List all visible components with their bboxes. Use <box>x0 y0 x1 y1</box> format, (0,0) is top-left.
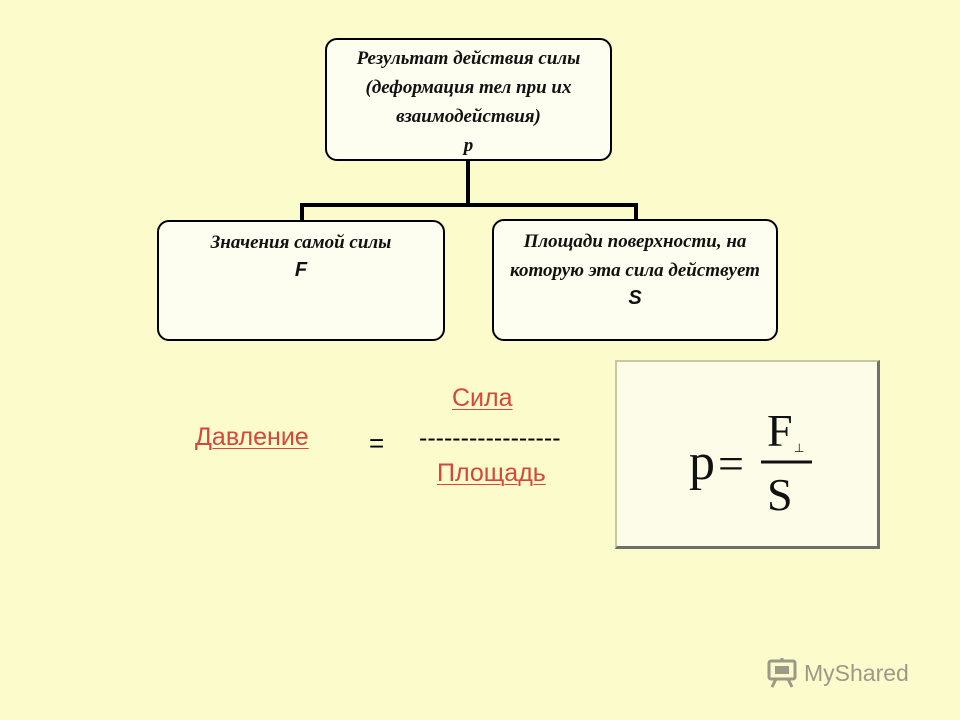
area-box-line-2: которую эта сила действует <box>510 260 760 281</box>
result-of-force-box: Результат действия силы (деформация тел … <box>325 38 612 161</box>
surface-area-box: Площади поверхности, на которую эта сила… <box>492 219 778 341</box>
area-box-line-1: Площади поверхности, на <box>523 231 747 252</box>
pressure-link[interactable]: Давление <box>195 423 309 451</box>
force-value-box: Значения самой силы F <box>157 220 445 341</box>
fraction-divider: ----------------- <box>419 424 561 452</box>
formula-equals: = <box>718 438 744 489</box>
formula-denominator: S <box>767 469 793 520</box>
result-box-line-1: Результат действия силы <box>356 48 581 69</box>
pressure-formula-image: p = F ⊥ S <box>615 360 880 549</box>
equals-sign: = <box>369 428 385 458</box>
result-box-line-3: взаимодействия) <box>396 106 541 127</box>
force-box-label: Значения самой силы <box>210 232 392 253</box>
watermark[interactable]: MyShared <box>766 657 909 689</box>
result-box-symbol: p <box>463 135 474 156</box>
force-link[interactable]: Сила <box>452 384 513 412</box>
force-symbol: F <box>294 259 308 281</box>
result-box-line-2: (деформация тел при их <box>365 77 572 98</box>
pressure-formula: p = F ⊥ S <box>689 405 812 520</box>
formula-lhs: p <box>689 434 715 491</box>
formula-numerator: F <box>767 405 793 456</box>
area-symbol: S <box>628 287 642 309</box>
watermark-text: MyShared <box>804 659 909 686</box>
presentation-board-icon <box>767 658 797 688</box>
area-link[interactable]: Площадь <box>437 459 546 487</box>
formula-subscript: ⊥ <box>794 441 804 455</box>
